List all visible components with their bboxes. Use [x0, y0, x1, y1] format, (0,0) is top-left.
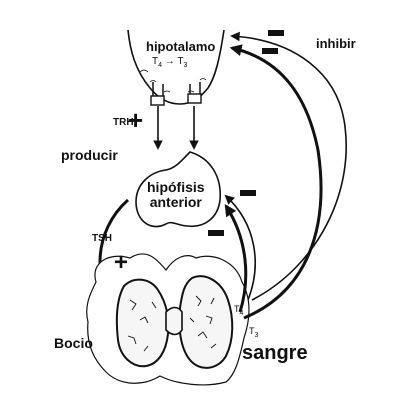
hypothalamus-texture — [139, 69, 207, 93]
feedback-arrow-to-pituitary-inner — [224, 203, 248, 313]
minus-sign-hypothalamus-bottom — [262, 48, 278, 54]
goiter-label: Bocio — [54, 335, 93, 351]
thyroid-isthmus — [165, 306, 183, 336]
t4-blood-letter: T — [234, 304, 240, 314]
conversion-t3-sub: 3 — [183, 62, 188, 69]
pituitary-label-line1: hipófisis — [147, 179, 205, 195]
feedback-arrow-to-pituitary-outer — [224, 194, 256, 301]
trh-label: TRH — [113, 117, 134, 128]
minus-sign-pituitary-top — [240, 190, 256, 196]
pituitary-label-line2: anterior — [149, 194, 202, 210]
anterior-pituitary-label: hipófisis anterior — [147, 180, 205, 210]
thyroid-texture — [127, 295, 217, 352]
t4-blood-sub: 4 — [239, 309, 244, 317]
hypothalamus-label: hipotalamo — [146, 39, 216, 54]
minus-sign-pituitary-bottom — [208, 230, 224, 236]
hypothalamus-terminal-right — [187, 93, 202, 104]
feedback-arrow-to-hypothalamus-inner — [229, 44, 323, 320]
conversion-arrow: → — [164, 56, 175, 67]
thyroid-right-lobe — [178, 275, 234, 369]
t4-to-t3-conversion-label: T4 → T3 — [152, 56, 188, 70]
feedback-arrow-to-hypothalamus-outer — [230, 31, 347, 301]
conversion-t3: T — [177, 56, 184, 67]
thyroid-left-lobe — [115, 278, 170, 368]
pituitary-shape — [135, 151, 221, 228]
plus-sign-trh: + — [128, 105, 143, 135]
tsh-label: TSH — [92, 233, 112, 244]
conversion-t4: T — [152, 56, 159, 67]
blood-label: sangre — [242, 342, 308, 364]
hypothalamus-shape — [127, 29, 225, 105]
hypothalamus-terminal-left — [150, 95, 165, 106]
t3-blood-sub: 3 — [254, 331, 259, 339]
t4-blood-label: T4 — [234, 305, 243, 317]
conversion-t4-sub: 4 — [158, 62, 163, 69]
t3-blood-letter: T — [249, 326, 255, 336]
plus-sign-tsh: + — [114, 249, 128, 276]
inhibit-label: inhibir — [316, 36, 356, 51]
t3-blood-label: T3 — [249, 327, 258, 339]
produce-label: producir — [61, 147, 118, 163]
minus-sign-hypothalamus-top — [268, 30, 284, 36]
